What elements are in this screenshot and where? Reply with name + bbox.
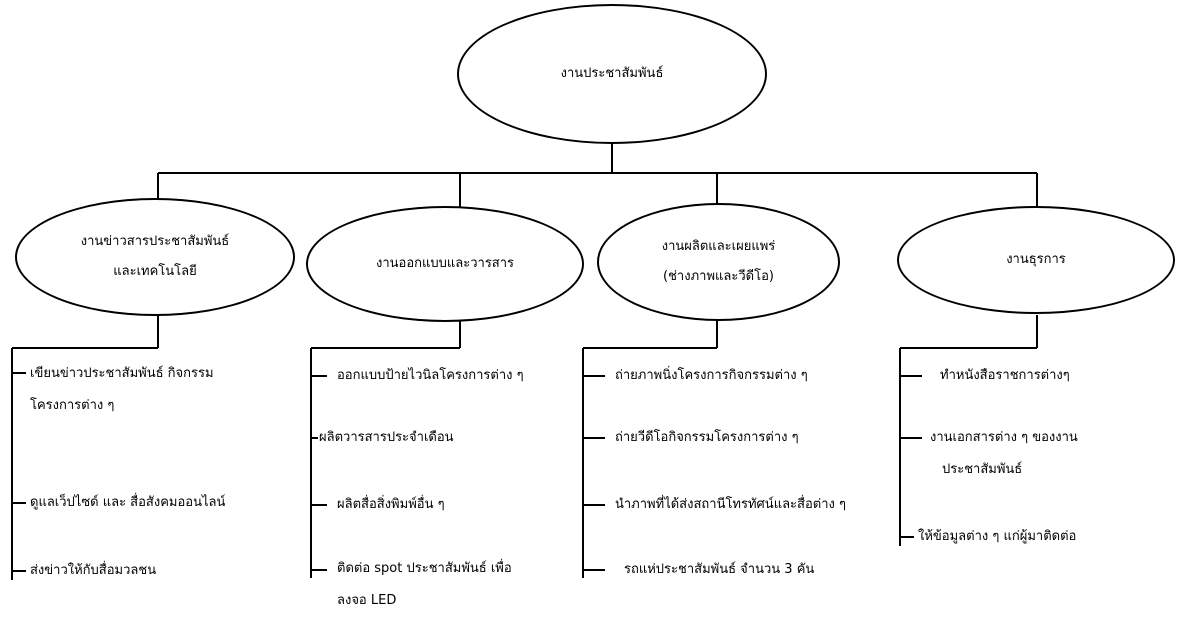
branch-node-production: งานผลิตและเผยแพร่ (ช่างภาพและวีดีโอ) xyxy=(597,203,840,321)
root-node: งานประชาสัมพันธ์ xyxy=(457,4,767,144)
item-line: งานเอกสารต่าง ๆ ของงาน xyxy=(930,430,1078,445)
item-line: ให้ข้อมูลต่าง ๆ แก่ผู้มาติดต่อ xyxy=(918,529,1077,544)
list-item: ผลิตวารสารประจำเดือน xyxy=(319,422,454,454)
item-line: ติดต่อ spot ประชาสัมพันธ์ เพื่อ xyxy=(337,561,512,576)
branch-label-line: งานข่าวสารประชาสัมพันธ์ xyxy=(80,234,230,249)
branch-node-news: งานข่าวสารประชาสัมพันธ์ และเทคโนโลยี xyxy=(15,198,295,316)
item-line: เขียนข่าวประชาสัมพันธ์ กิจกรรม xyxy=(30,366,214,381)
branch-label-line: งานธุรการ xyxy=(1006,252,1066,267)
list-item: ส่งข่าวให้กับสื่อมวลชน xyxy=(30,555,156,587)
root-label: งานประชาสัมพันธ์ xyxy=(560,66,664,81)
item-line: ลงจอ LED xyxy=(337,593,397,608)
item-line: รถแห่ประชาสัมพันธ์ จำนวน 3 คัน xyxy=(624,562,815,577)
branch-label-line: (ช่างภาพและวีดีโอ) xyxy=(663,269,774,284)
list-item: ดูแลเว็ปไซด์ และ สื่อสังคมออนไลน์ xyxy=(30,487,225,519)
list-item: ถ่ายภาพนิ่งโครงการกิจกรรมต่าง ๆ xyxy=(615,360,808,392)
list-item: งานเอกสารต่าง ๆ ของงาน ประชาสัมพันธ์ xyxy=(930,422,1078,486)
item-line: ทำหนังสือราชการต่างๆ xyxy=(940,368,1070,383)
item-line: ส่งข่าวให้กับสื่อมวลชน xyxy=(30,563,157,578)
item-line: ดูแลเว็ปไซด์ และ สื่อสังคมออนไลน์ xyxy=(30,495,226,510)
branch-node-design: งานออกแบบและวารสาร xyxy=(306,206,584,322)
list-item: ทำหนังสือราชการต่างๆ xyxy=(940,360,1070,392)
item-line: ผลิตวารสารประจำเดือน xyxy=(319,430,454,445)
item-line: ถ่ายภาพนิ่งโครงการกิจกรรมต่าง ๆ xyxy=(615,368,808,383)
list-item: นำภาพที่ได้ส่งสถานีโทรทัศน์และสื่อต่าง ๆ xyxy=(615,489,846,521)
branch-label-line: งานผลิตและเผยแพร่ xyxy=(661,239,776,254)
list-item: ถ่ายวีดีโอกิจกรรมโครงการต่าง ๆ xyxy=(615,422,799,454)
list-item: เขียนข่าวประชาสัมพันธ์ กิจกรรม โครงการต่… xyxy=(30,358,214,422)
list-item: ออกแบบป้ายไวนิลโครงการต่าง ๆ xyxy=(337,360,524,392)
item-line: ประชาสัมพันธ์ xyxy=(942,462,1023,477)
item-line: โครงการต่าง ๆ xyxy=(30,398,115,413)
branch-node-admin: งานธุรการ xyxy=(897,206,1175,314)
list-item: ติดต่อ spot ประชาสัมพันธ์ เพื่อ ลงจอ LED xyxy=(337,553,512,617)
item-line: ถ่ายวีดีโอกิจกรรมโครงการต่าง ๆ xyxy=(615,430,799,445)
item-line: ผลิตสื่อสิ่งพิมพ์อื่น ๆ xyxy=(337,497,445,512)
item-line: ออกแบบป้ายไวนิลโครงการต่าง ๆ xyxy=(337,368,524,383)
item-line: นำภาพที่ได้ส่งสถานีโทรทัศน์และสื่อต่าง ๆ xyxy=(615,497,846,512)
list-item: ผลิตสื่อสิ่งพิมพ์อื่น ๆ xyxy=(337,489,445,521)
branch-label-line: งานออกแบบและวารสาร xyxy=(375,256,515,271)
list-item: รถแห่ประชาสัมพันธ์ จำนวน 3 คัน xyxy=(624,554,814,586)
branch-label-line: และเทคโนโลยี xyxy=(113,264,197,279)
list-item: ให้ข้อมูลต่าง ๆ แก่ผู้มาติดต่อ xyxy=(918,521,1076,553)
